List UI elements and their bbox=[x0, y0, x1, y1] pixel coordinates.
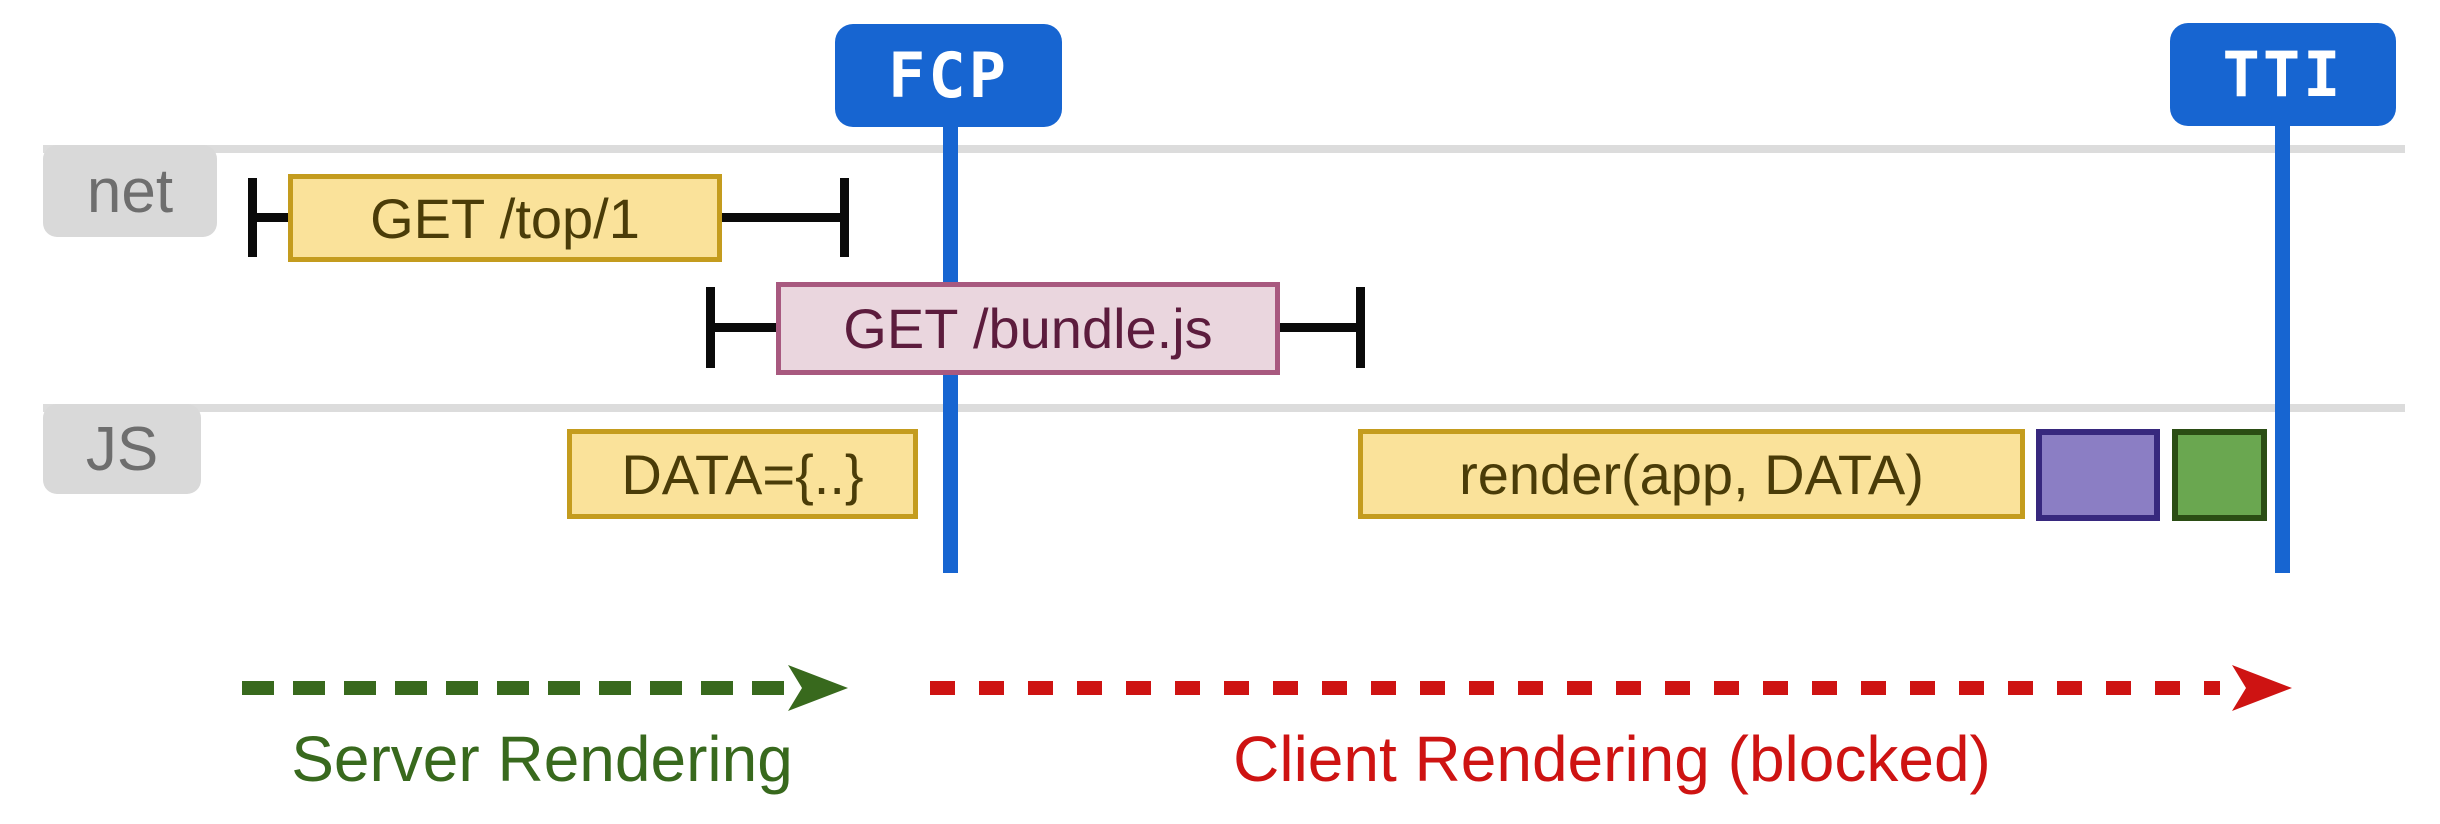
net-lane-line bbox=[43, 145, 2405, 153]
get-top-end-tick bbox=[840, 178, 849, 257]
client-rendering-label: Client Rendering (blocked) bbox=[1233, 723, 1991, 795]
get-bundle-start-connector bbox=[713, 323, 781, 332]
tti-badge: TTI bbox=[2170, 23, 2396, 126]
server-rendering-arrow bbox=[242, 665, 848, 711]
net-lane-label: net bbox=[43, 145, 217, 237]
js-lane-label: JS bbox=[43, 404, 201, 494]
get-top-start-tick bbox=[248, 178, 257, 257]
get-top-end-connector bbox=[718, 213, 844, 222]
server-rendering-label: Server Rendering bbox=[291, 723, 793, 795]
purple-task-box bbox=[2036, 429, 2160, 521]
render-task-box: render(app, DATA) bbox=[1358, 429, 2025, 519]
fcp-badge: FCP bbox=[835, 24, 1062, 127]
tti-marker-line bbox=[2275, 120, 2290, 573]
green-task-box bbox=[2172, 429, 2267, 521]
data-task-box: DATA={..} bbox=[567, 429, 918, 519]
get-bundle-start-tick bbox=[706, 287, 715, 368]
get-top-task-box: GET /top/1 bbox=[288, 174, 722, 262]
get-bundle-end-tick bbox=[1356, 287, 1365, 368]
client-rendering-arrow bbox=[930, 665, 2292, 711]
get-bundle-task-box: GET /bundle.js bbox=[776, 282, 1280, 375]
get-top-start-connector bbox=[255, 213, 293, 222]
js-lane-line bbox=[43, 404, 2405, 412]
get-bundle-end-connector bbox=[1276, 323, 1360, 332]
